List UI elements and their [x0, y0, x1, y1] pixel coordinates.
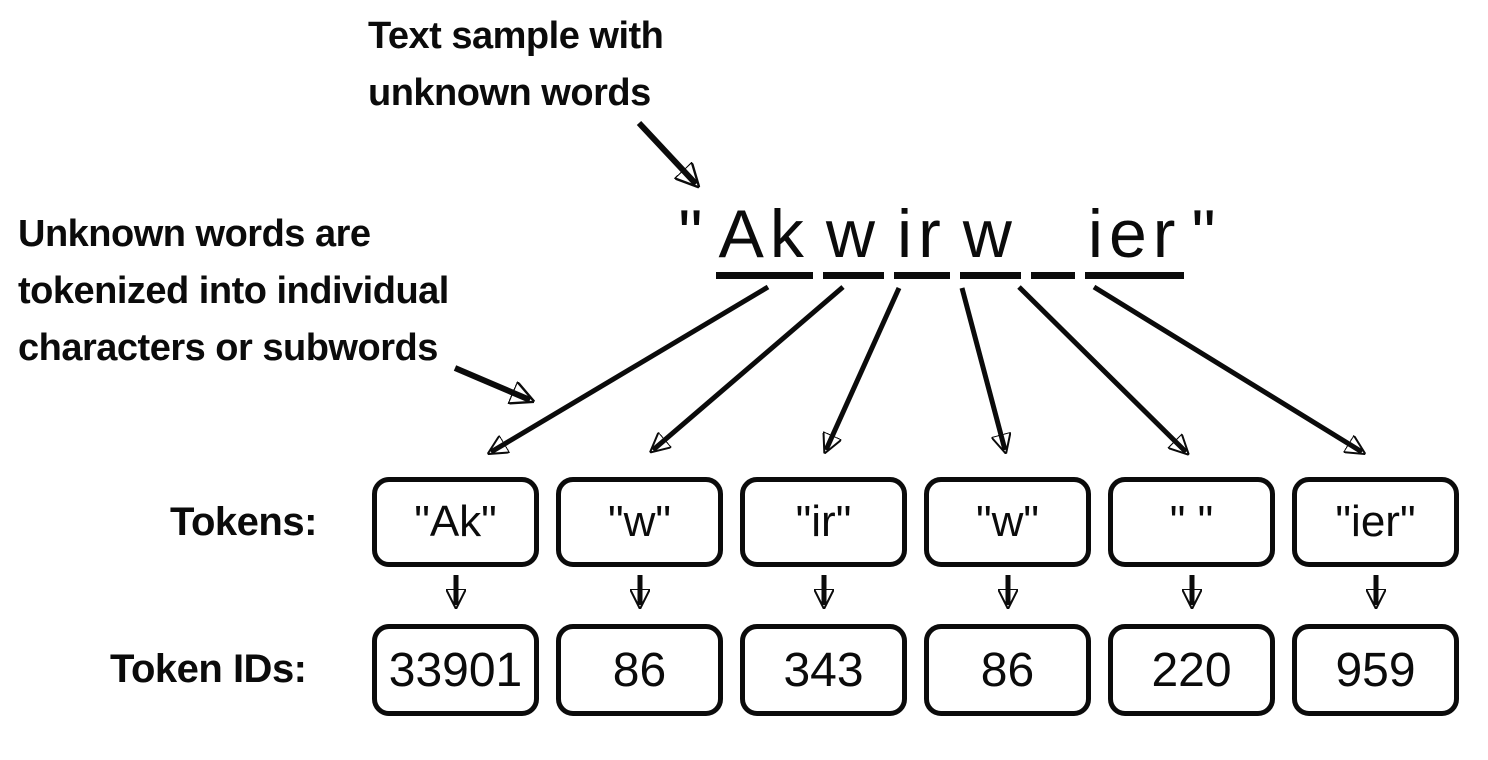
- token-id-value: 343: [783, 643, 864, 697]
- open-quote: ": [678, 196, 709, 272]
- fan-arrow-2: [653, 285, 845, 450]
- token-label: "ier": [1335, 497, 1416, 546]
- left-note-arrow: [453, 365, 530, 400]
- sample-segment-space: [1030, 200, 1075, 279]
- tokens-row-label: Tokens:: [170, 499, 317, 544]
- token-id-value: 959: [1335, 643, 1416, 697]
- token-box-5: " ": [1108, 477, 1275, 567]
- token-id-value: 220: [1151, 643, 1232, 697]
- token-label: "w": [607, 497, 671, 546]
- token-box-4: "w": [924, 477, 1091, 567]
- token-label: "Ak": [414, 497, 497, 546]
- fan-arrow-4: [959, 287, 1005, 450]
- top-annotation: Text sample with unknown words: [368, 15, 664, 114]
- token-id-box-4: 86: [924, 624, 1091, 716]
- sample-segment-ier: ier: [1084, 200, 1185, 279]
- fan-arrow-3: [826, 286, 902, 450]
- token-box-6: "ier": [1292, 477, 1459, 567]
- token-label: "w": [975, 497, 1039, 546]
- sample-segment-w2: w: [959, 200, 1021, 279]
- left-annotation: Unknown words are tokenized into individ…: [18, 213, 449, 369]
- fan-arrow-1: [491, 284, 770, 452]
- token-ids-row-label: Token IDs:: [110, 646, 307, 691]
- token-id-value: 86: [980, 643, 1035, 697]
- token-id-box-2: 86: [556, 624, 723, 716]
- token-label: " ": [1169, 497, 1214, 546]
- token-id-box-6: 959: [1292, 624, 1459, 716]
- token-id-box-5: 220: [1108, 624, 1275, 716]
- top-note-arrow: [636, 120, 696, 184]
- close-quote: ": [1191, 196, 1222, 272]
- fan-arrow-6: [1092, 284, 1362, 452]
- token-label: "ir": [795, 497, 852, 546]
- sample-segment-ak: Ak: [715, 200, 813, 279]
- text-sample: " Ak w ir w ier ": [620, 200, 1280, 279]
- token-id-value: 33901: [388, 643, 523, 697]
- token-box-3: "ir": [740, 477, 907, 567]
- token-box-2: "w": [556, 477, 723, 567]
- sample-segment-ir: ir: [894, 200, 950, 279]
- sample-segment-w1: w: [822, 200, 884, 279]
- token-id-box-1: 33901: [372, 624, 539, 716]
- fan-arrow-5: [1017, 285, 1186, 452]
- token-id-box-3: 343: [740, 624, 907, 716]
- token-box-1: "Ak": [372, 477, 539, 567]
- token-id-value: 86: [612, 643, 667, 697]
